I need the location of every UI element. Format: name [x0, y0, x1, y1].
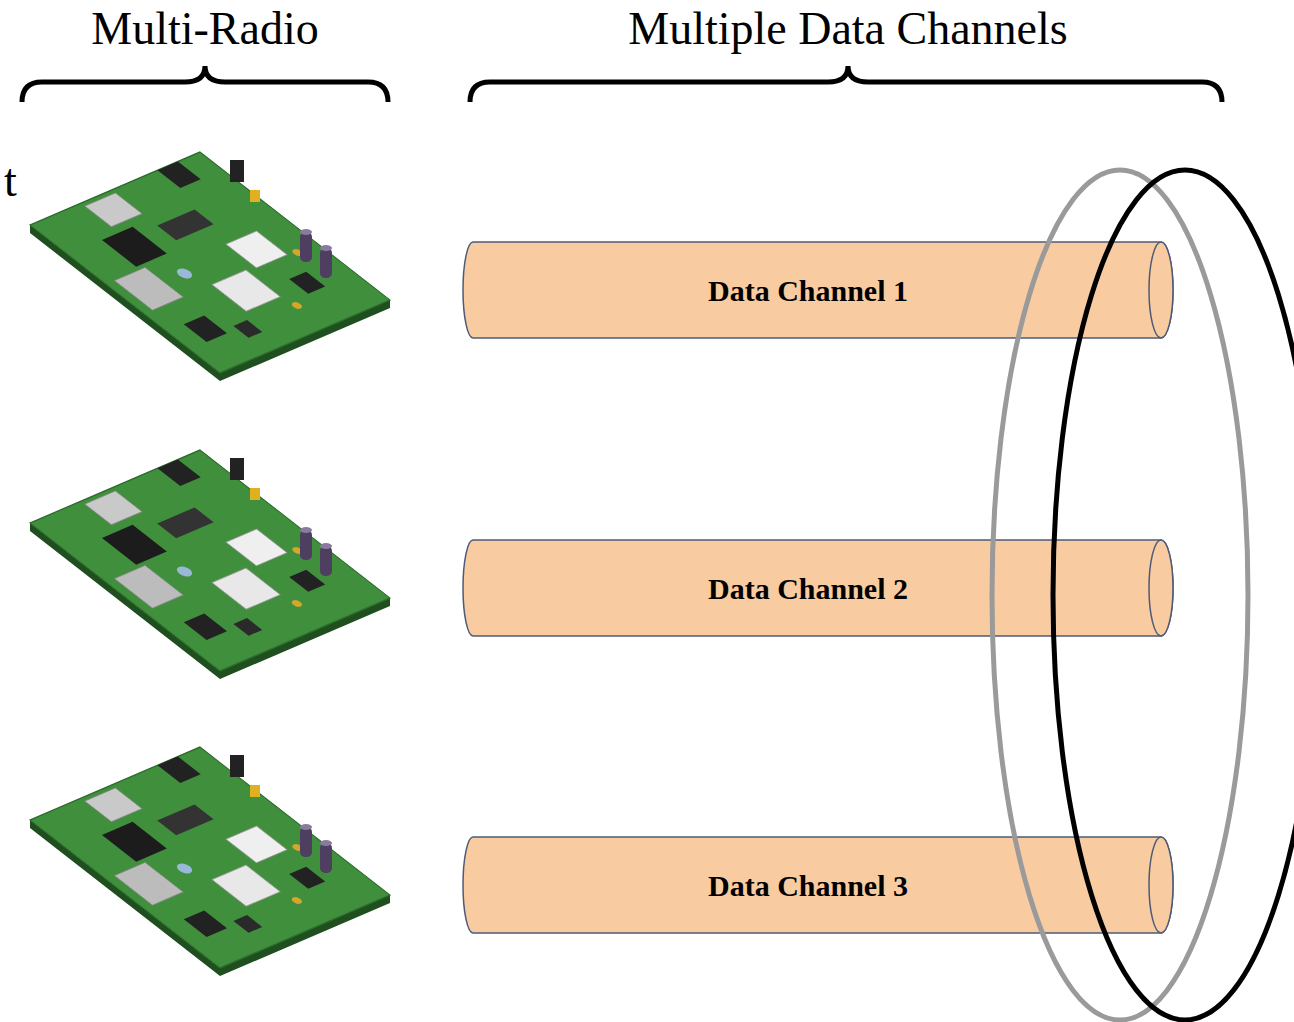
- pipe-channel: Data Channel 3: [463, 837, 1173, 933]
- pipe-channel: Data Channel 1: [463, 242, 1173, 338]
- heading-label: Multiple Data Channels: [628, 4, 1067, 55]
- curly-bracket: [470, 66, 1222, 102]
- heading-label: Multi-Radio: [91, 4, 318, 55]
- channel-label: Data Channel 1: [708, 274, 908, 307]
- pipe-channel: Data Channel 2: [463, 540, 1173, 636]
- channel-label: Data Channel 3: [708, 869, 908, 902]
- heading-label: t: [4, 156, 17, 207]
- curly-bracket: [22, 66, 388, 102]
- channel-label: Data Channel 2: [708, 572, 908, 605]
